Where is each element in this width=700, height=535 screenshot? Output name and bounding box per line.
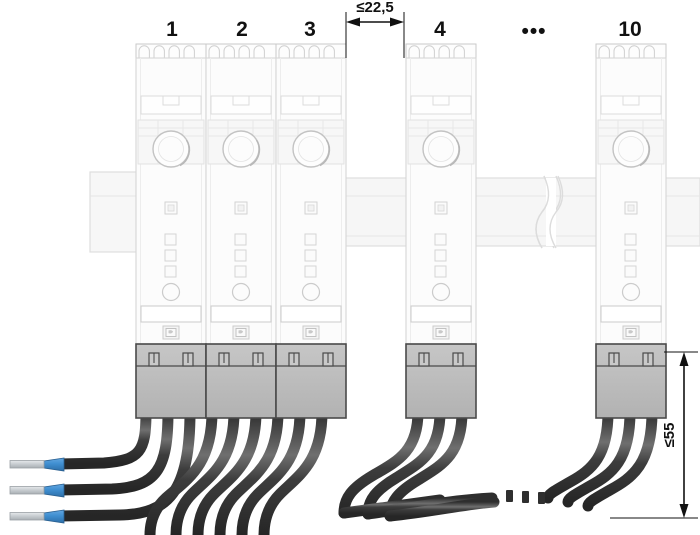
- cable-m10-3: [582, 406, 658, 512]
- module-4[interactable]: [405, 43, 477, 389]
- cable-bundle-module-10: [542, 406, 658, 512]
- cable-loop-6: [192, 406, 262, 535]
- connector-block-1[interactable]: [135, 343, 207, 419]
- gap-dimension: ≤22,5: [345, 0, 405, 58]
- cable-m4-2: [362, 406, 446, 520]
- module-number-10: 10: [618, 18, 641, 41]
- connector-block-4[interactable]: [405, 343, 477, 419]
- module-series-ellipsis: •••: [521, 20, 546, 43]
- module-number-4: 4: [434, 18, 446, 41]
- gap-dimension-label: ≤22,5: [356, 0, 393, 16]
- cable-bundle-modules-1-3: [54, 406, 328, 535]
- cable-loop-7: [214, 406, 284, 535]
- cable-m10-1: [542, 406, 614, 504]
- module-number-labels: 1 2 3 4 10 •••: [166, 18, 642, 43]
- connector-block-10[interactable]: [595, 343, 667, 419]
- cable-m10-2: [562, 406, 636, 508]
- module-10[interactable]: [595, 43, 667, 389]
- cable-drop-dimension-label: ≤55: [661, 423, 678, 448]
- cable-ellipsis: [506, 490, 545, 504]
- connector-block-3[interactable]: [275, 343, 347, 419]
- cable-bundle-module-4: [338, 406, 500, 522]
- module-3[interactable]: [275, 43, 347, 389]
- ferrule-group: [9, 457, 65, 524]
- module-number-2: 2: [236, 18, 248, 41]
- cable-m4-1: [338, 406, 424, 519]
- cable-run-2: [54, 406, 174, 496]
- ferrule-1: [9, 457, 65, 472]
- module-number-1: 1: [166, 18, 178, 41]
- cable-loop-9: [258, 406, 328, 535]
- module-1[interactable]: [135, 43, 207, 389]
- cable-m4-tail-3: [384, 496, 500, 522]
- module-2[interactable]: [205, 43, 277, 389]
- cable-run-1: [54, 406, 152, 470]
- cable-loop-5: [170, 406, 240, 535]
- cable-drop-dimension: ≤55: [610, 351, 698, 519]
- cable-loop-4: [144, 406, 218, 535]
- rail-break-symbol: [535, 175, 564, 249]
- connector-block-2[interactable]: [205, 343, 277, 419]
- ferrule-2: [9, 483, 65, 498]
- ferrule-3: [9, 509, 65, 524]
- cable-loop-8: [236, 406, 306, 535]
- module-number-3: 3: [304, 18, 316, 41]
